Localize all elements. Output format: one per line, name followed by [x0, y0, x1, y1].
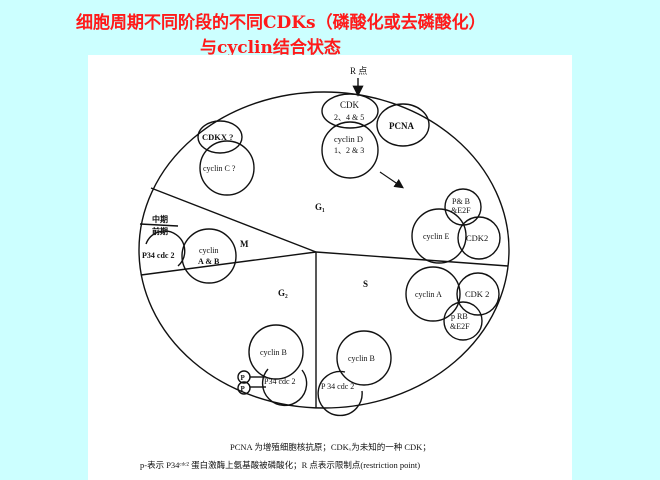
cyclin-ab-sub-label: A & B	[198, 257, 220, 266]
cyclin-d-sub-label: 1、2 & 3	[334, 146, 364, 155]
slide-title-line2: 与cyclin结合状态	[200, 38, 341, 58]
cdk2-s-circle	[456, 272, 500, 316]
metaphase-label: 中期	[152, 214, 168, 224]
footnote-line1: PCNA 为增殖细胞核抗原；CDKₓ为未知的一种 CDK；	[230, 442, 431, 452]
phosphate-label-2: P	[241, 385, 246, 393]
cyclin-d-circle	[321, 121, 379, 179]
cdk2-s-label: CDK 2	[465, 289, 489, 299]
prb-s-label: p RB	[451, 312, 468, 321]
p34-g2-arc	[261, 368, 308, 407]
cdk2-label: CDK2	[466, 233, 488, 243]
cyclin-c-label: cyclin C ?	[203, 164, 236, 173]
cyclin-a-label: cyclin A	[415, 290, 442, 299]
phosphate-circle-1	[237, 370, 251, 384]
cdk-245-circle	[321, 93, 379, 129]
cyclin-c-circle	[199, 140, 255, 196]
divider-prophase-metaphase	[139, 223, 179, 227]
cdk-label: CDK	[340, 100, 360, 110]
m-label: M	[240, 239, 249, 249]
cdk2-circle	[457, 216, 501, 260]
cyclin-e-label: cyclin E	[423, 232, 450, 241]
cyclin-a-circle	[405, 266, 461, 322]
cyclin-b-s-circle	[336, 330, 392, 386]
g2-label: G₂	[278, 288, 288, 298]
cyclin-e-circle	[411, 208, 467, 264]
cdkx-label: CDKX ?	[202, 132, 233, 142]
cyclin-b-s-label: cyclin B	[348, 354, 375, 363]
p34-s-arc	[317, 370, 363, 417]
cyclin-ab-circle	[181, 228, 237, 284]
cyclin-d-label: cyclin D	[334, 134, 363, 144]
e2f-s-label: &E2F	[450, 322, 470, 331]
cdk-sub-label: 2、4 & 5	[334, 113, 364, 122]
cyclin-ab-label: cyclin	[199, 246, 219, 255]
divider-g1-m	[150, 187, 317, 253]
cyclin-b-g2-label: cyclin B	[260, 348, 287, 357]
phosphate-label-1: P	[241, 374, 246, 382]
p34-m-label: P34 cdc 2	[142, 251, 174, 260]
cyclin-b-g2-circle	[248, 324, 304, 380]
footnote-line2: p-表示 P34ᶜᵈᶜ² 蛋白激酶上氨基酸被磷酸化；R 点表示限制点(restr…	[140, 460, 420, 470]
p34-g2-label: P34 cdc 2	[264, 377, 296, 386]
pcna-circle	[376, 103, 430, 147]
pcna-label: PCNA	[389, 121, 414, 131]
prb-e2f-s-circle	[443, 301, 483, 341]
p34-s-label: P 34 cdc 2	[321, 382, 354, 391]
p34-m-arc	[145, 230, 186, 267]
prb-label: P& B	[452, 197, 470, 206]
e2f-label: &E2F	[451, 206, 471, 215]
g1-label: G₁	[315, 202, 325, 212]
divider-m-g2	[140, 251, 317, 276]
progress-arrow	[379, 171, 404, 189]
cdkx-circle	[197, 120, 243, 154]
slide-title-line1: 细胞周期不同阶段的不同CDKs（磷酸化或去磷酸化）	[76, 13, 486, 33]
diagram-panel	[88, 55, 572, 480]
divider-g1-s	[315, 251, 509, 267]
r-point-label: R 点	[350, 66, 367, 76]
phosphate-circle-2	[237, 381, 251, 395]
s-label: S	[363, 279, 368, 289]
